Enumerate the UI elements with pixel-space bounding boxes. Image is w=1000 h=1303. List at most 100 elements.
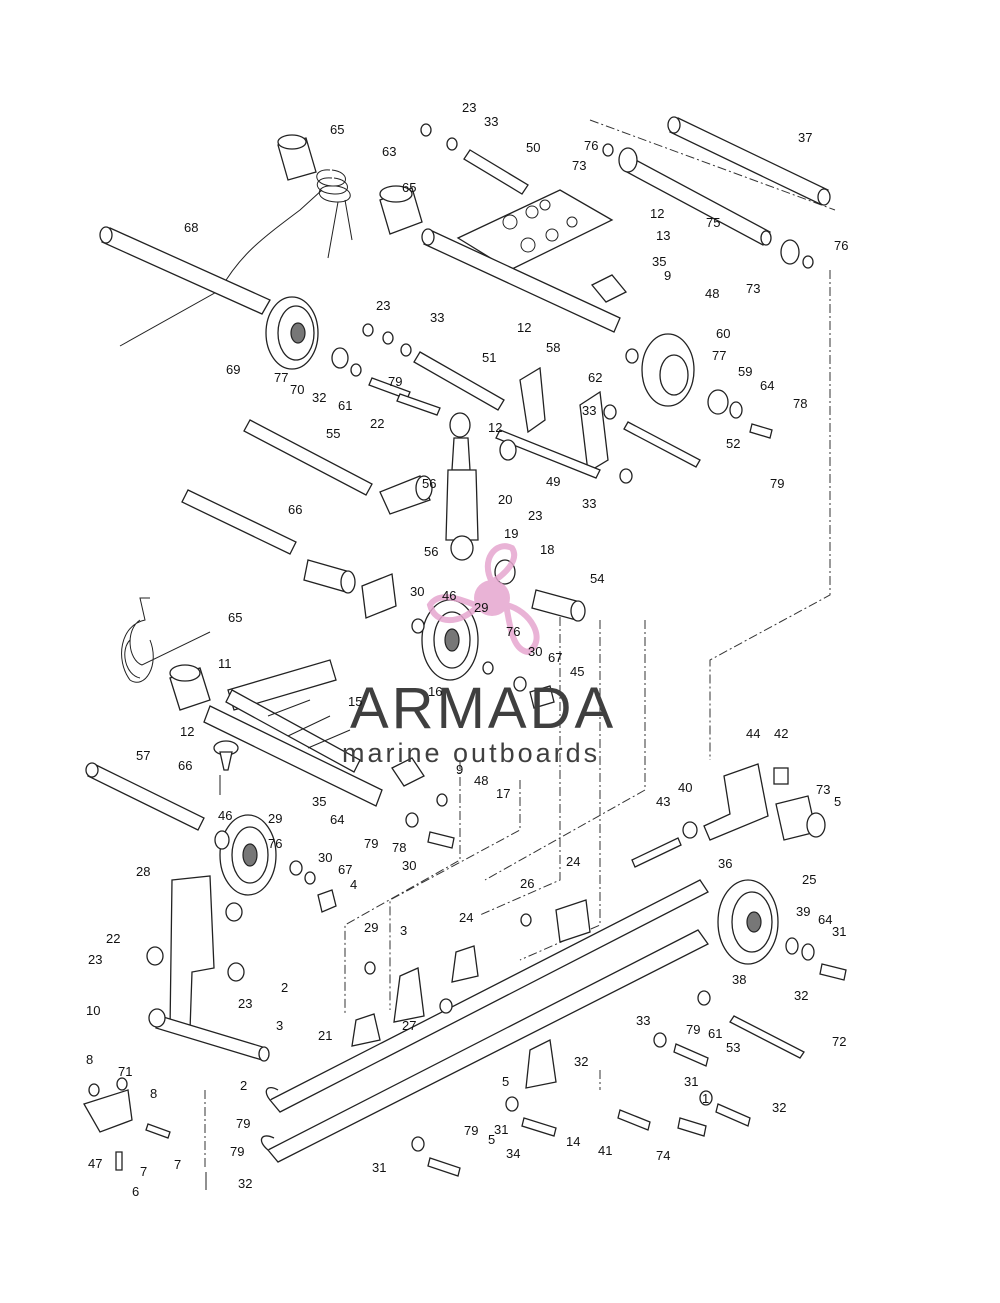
callout-label: 13	[656, 228, 670, 243]
callout-label: 74	[656, 1148, 670, 1163]
callout-label: 72	[832, 1034, 846, 1049]
callout-label: 73	[572, 158, 586, 173]
upper-rear-arm	[99, 116, 831, 484]
callout-label: 35	[652, 254, 666, 269]
callout-label: 79	[364, 836, 378, 851]
callout-label: 76	[834, 238, 848, 253]
callout-label: 23	[88, 952, 102, 967]
callout-label: 8	[150, 1086, 157, 1101]
callout-label: 9	[456, 762, 463, 777]
callout-label: 7	[174, 1157, 181, 1172]
callout-label: 73	[816, 782, 830, 797]
callout-label: 28	[136, 864, 150, 879]
propeller-logo-icon	[426, 543, 540, 656]
callout-label: 19	[504, 526, 518, 541]
callout-label: 32	[772, 1100, 786, 1115]
callout-label: 76	[268, 836, 282, 851]
callout-label: 55	[326, 426, 340, 441]
callout-label: 37	[798, 130, 812, 145]
callout-label: 20	[498, 492, 512, 507]
callout-label: 65	[330, 122, 344, 137]
callout-label: 23	[238, 996, 252, 1011]
callout-label: 44	[746, 726, 760, 741]
callout-label: 45	[570, 664, 584, 679]
callout-label: 76	[506, 624, 520, 639]
callout-label: 11	[218, 656, 232, 671]
callout-label: 3	[400, 923, 407, 938]
callout-label: 33	[430, 310, 444, 325]
callout-label: 79	[236, 1116, 250, 1131]
callout-label: 79	[388, 374, 402, 389]
callout-label: 29	[268, 811, 282, 826]
callout-label: 25	[802, 872, 816, 887]
callout-label: 31	[372, 1160, 386, 1175]
callout-label: 2	[240, 1078, 247, 1093]
callout-label: 38	[732, 972, 746, 987]
callout-label: 46	[442, 588, 456, 603]
callout-label: 23	[376, 298, 390, 313]
callout-label: 62	[588, 370, 602, 385]
callout-label: 27	[402, 1018, 416, 1033]
watermark-brand: ARMADA	[350, 676, 616, 741]
callout-label: 79	[464, 1123, 478, 1138]
callout-label: 61	[708, 1026, 722, 1041]
callout-label: 67	[548, 650, 562, 665]
callout-label: 32	[238, 1176, 252, 1191]
callout-label: 30	[528, 644, 542, 659]
callout-label: 1	[702, 1091, 709, 1106]
callout-label: 26	[520, 876, 534, 891]
lower-rails	[83, 763, 847, 1190]
watermark: ARMADA marine outboards	[342, 543, 616, 768]
callout-label: 33	[484, 114, 498, 129]
callout-label: 46	[218, 808, 232, 823]
callout-label: 71	[118, 1064, 132, 1079]
callout-label: 29	[474, 600, 488, 615]
callout-label: 31	[684, 1074, 698, 1089]
callout-label: 79	[686, 1022, 700, 1037]
callout-label: 64	[760, 378, 774, 393]
callout-label: 59	[738, 364, 752, 379]
callout-label: 75	[706, 215, 720, 230]
callout-label: 49	[546, 474, 560, 489]
callout-label: 77	[712, 348, 726, 363]
callout-label: 79	[230, 1144, 244, 1159]
callout-label: 5	[834, 794, 841, 809]
callout-label: 66	[288, 502, 302, 517]
callout-label: 77	[274, 370, 288, 385]
callout-label: 5	[488, 1132, 495, 1147]
callout-label: 30	[410, 584, 424, 599]
callout-label: 39	[796, 904, 810, 919]
callout-label: 3	[276, 1018, 283, 1033]
callout-label: 63	[382, 144, 396, 159]
callout-label: 64	[818, 912, 832, 927]
callout-label: 7	[140, 1164, 147, 1179]
callout-label: 33	[636, 1013, 650, 1028]
callout-label: 30	[402, 858, 416, 873]
callout-label: 79	[770, 476, 784, 491]
callout-label: 4	[350, 877, 357, 892]
callout-label: 70	[290, 382, 304, 397]
callout-label: 48	[705, 286, 719, 301]
callout-label: 57	[136, 748, 150, 763]
callout-label: 12	[517, 320, 531, 335]
callout-label: 42	[774, 726, 788, 741]
callout-label: 61	[338, 398, 352, 413]
callout-label: 30	[318, 850, 332, 865]
callout-label: 32	[794, 988, 808, 1003]
callout-label: 51	[482, 350, 496, 365]
callout-label: 65	[228, 610, 242, 625]
assembly-lines	[204, 119, 836, 1170]
callout-label: 8	[86, 1052, 93, 1067]
callout-label: 35	[312, 794, 326, 809]
callout-label: 23	[462, 100, 476, 115]
callout-label: 47	[88, 1156, 102, 1171]
callout-label: 78	[392, 840, 406, 855]
callout-label: 41	[598, 1143, 612, 1158]
callout-label: 24	[566, 854, 580, 869]
callout-label: 9	[664, 268, 671, 283]
callout-label: 29	[364, 920, 378, 935]
callout-label: 56	[422, 476, 436, 491]
